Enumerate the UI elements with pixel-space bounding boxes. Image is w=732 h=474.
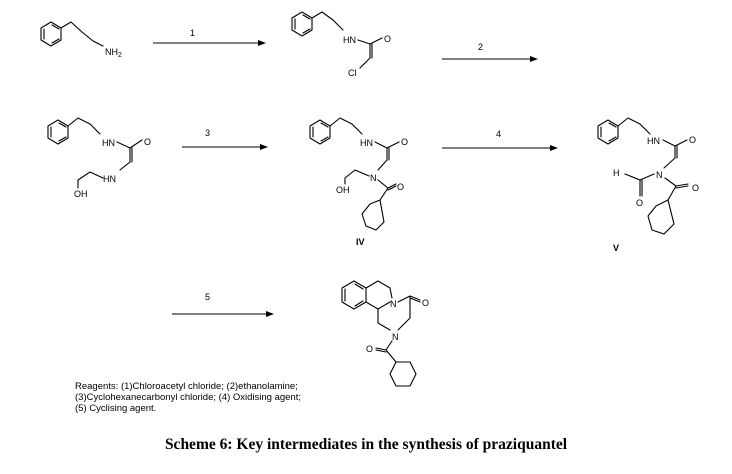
reagents-line-3: (5) Cyclising agent. (75, 403, 157, 414)
scheme-caption: Scheme 6: Key intermediates in the synth… (164, 436, 568, 453)
aldehyde-h-label: H (613, 168, 620, 178)
amine-n-label-1: N (370, 173, 377, 183)
amine-nh2-label: NH2 (105, 47, 122, 59)
chloro-cl-label: Cl (348, 68, 357, 78)
step-label-5: 5 (205, 292, 210, 302)
amine-hn-label: HN (103, 174, 116, 184)
aldehyde-o-label: O (636, 198, 643, 208)
reaction-arrow-1: 1 (153, 28, 266, 46)
ring-n-label-1: N (390, 299, 397, 309)
amide-hn-label-3: HN (360, 138, 373, 148)
lactam-o-label: O (422, 298, 429, 308)
reaction-arrow-2: 2 (442, 42, 538, 62)
carbonyl-o-label-4: O (397, 182, 404, 192)
reaction-arrow-3: 3 (182, 128, 268, 150)
reagents-note: Reagents: (1)Chloroacetyl chloride; (2)e… (75, 381, 375, 414)
acyl-o-label: O (366, 344, 373, 354)
compound-chloroacetamide: HN O Cl (291, 11, 391, 78)
compound-praziquantel: N O N O (341, 280, 429, 387)
amine-n-label-2: N (656, 170, 663, 180)
reagents-line-2: (3)Cyclohexanecarbonyl chloride; (4) Oxi… (75, 392, 302, 403)
amide-hn-label-2: HN (102, 138, 115, 148)
reaction-arrow-5: 5 (172, 292, 274, 317)
step-label-4: 4 (496, 129, 501, 139)
compound-hydroxyethylamino-acetamide: HN O HN OH (47, 117, 151, 199)
step-label-3: 3 (205, 128, 210, 138)
reagents-line-1: Reagents: (1)Chloroacetyl chloride; (2)e… (75, 381, 298, 392)
ring-n-label-2: N (392, 332, 399, 342)
carbonyl-o-label-3: O (401, 137, 408, 147)
carbonyl-o-label-1: O (384, 34, 391, 44)
compound-label-iv: IV (356, 237, 365, 247)
hydroxyl-oh-label-1: OH (74, 189, 88, 199)
hydroxyl-oh-label-2: OH (336, 185, 350, 195)
amide-hn-label-4: HN (647, 136, 660, 146)
amide-hn-label-1: HN (343, 35, 356, 45)
reaction-arrow-4: 4 (442, 129, 558, 151)
compound-label-v: V (613, 243, 619, 253)
compound-phenethylamine: NH2 (40, 21, 122, 59)
compound-v: HN O N H O O V (597, 117, 699, 253)
compound-iv: HN O N OH O IV (309, 117, 408, 247)
step-label-2: 2 (478, 42, 483, 52)
carbonyl-o-label-2: O (144, 137, 151, 147)
carbonyl-o-label-6: O (692, 183, 699, 193)
step-label-1: 1 (190, 28, 195, 38)
carbonyl-o-label-5: O (689, 135, 696, 145)
